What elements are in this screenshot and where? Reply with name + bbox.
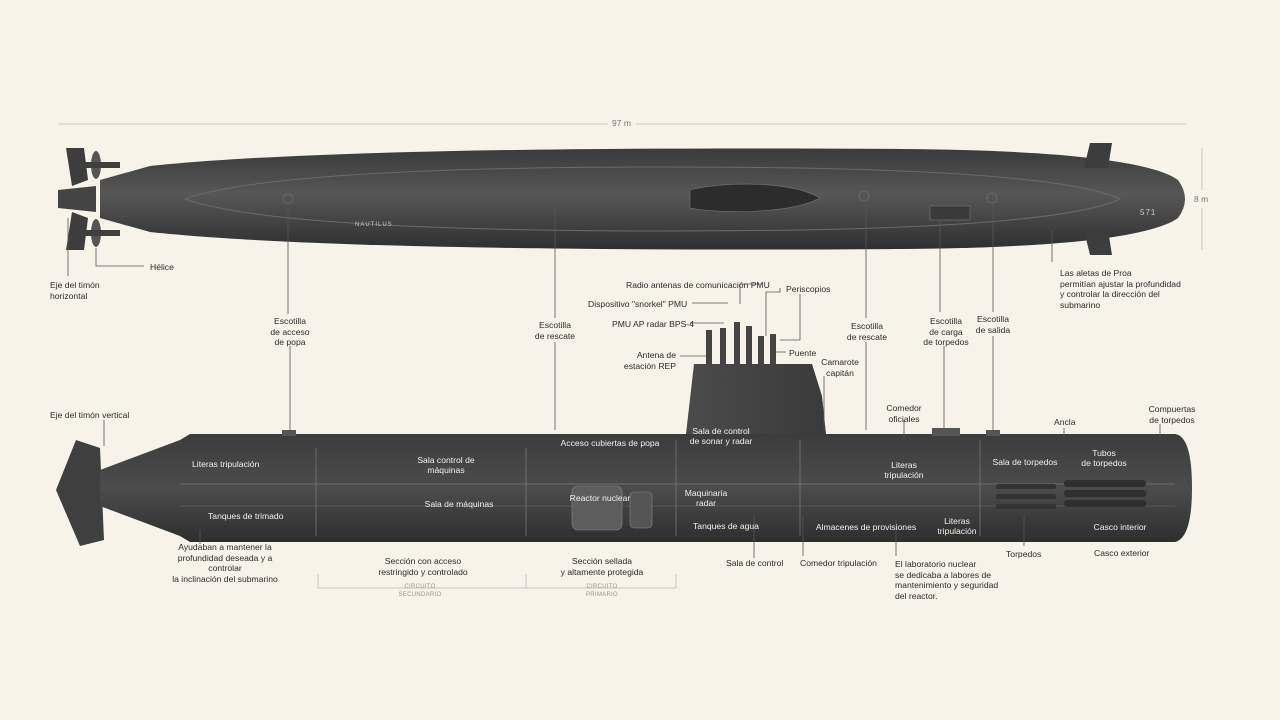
label-circuito-secundario: CIRCUITO SECUNDARIO <box>398 584 442 598</box>
label-tanques-desc: Ayudaban a mantener la profundidad desea… <box>172 542 278 584</box>
label-puente: Puente <box>789 348 817 358</box>
label-escotilla-rescate-1: Escotilla de rescate <box>534 320 576 341</box>
label-periscopios: Periscopios <box>786 284 831 294</box>
label-eje-timon-vertical: Eje del timón vertical <box>50 410 130 420</box>
label-eje-timon-horizontal: Eje del timón horizontal <box>50 280 100 301</box>
label-radio-antenas: Radio antenas de comunicación PMU <box>626 280 770 290</box>
label-literas-tripulacion-3: Literas tripulación <box>937 516 977 536</box>
label-tanques-trimado: Tanques de trimado <box>208 511 284 521</box>
length-label: 97 m <box>612 118 631 128</box>
label-comedor-tripulacion: Comedor tripulación <box>800 558 877 568</box>
label-reactor-nuclear: Reactor nuclear <box>569 493 631 503</box>
label-seccion-sellada: Sección sellada y altamente protegida <box>560 556 644 577</box>
label-escotilla-carga: Escotilla de carga de torpedos <box>923 316 969 347</box>
label-casco-interior: Casco interior <box>1093 522 1147 532</box>
label-sala-control-maquinas: Sala control de máquinas <box>417 455 475 475</box>
label-acceso-cubiertas: Acceso cubiertas de popa <box>560 438 660 448</box>
height-label: 8 m <box>1194 194 1209 204</box>
label-helice: Hélice <box>150 262 174 272</box>
label-tanques-agua: Tanques de agua <box>693 521 759 531</box>
leader-lines <box>67 204 1161 589</box>
label-sala-control: Sala de control <box>726 558 784 568</box>
label-torpedos: Torpedos <box>1006 549 1042 559</box>
label-tubos-torpedos: Tubos de torpedos <box>1081 448 1127 468</box>
label-casco-exterior: Casco exterior <box>1094 548 1150 558</box>
submarine-top-view <box>58 143 1185 255</box>
label-maquinaria-radar: Maquinaria radar <box>684 488 728 508</box>
label-compuertas-torpedos: Compuertas de torpedos <box>1148 404 1196 425</box>
label-escotilla-popa: Escotilla de acceso de popa <box>270 316 310 347</box>
label-snorkel: Dispositivo "snorkel" PMU <box>588 299 688 309</box>
label-escotilla-rescate-2: Escotilla de rescate <box>846 321 888 342</box>
label-camarote-capitan: Camarote capitán <box>821 357 859 378</box>
hull-name-marking: NAUTILUS <box>355 222 393 228</box>
label-circuito-primario: CIRCUITO PRIMARIO <box>585 584 619 598</box>
label-literas-tripulacion-1: Literas tripulación <box>192 459 260 469</box>
label-sala-torpedos: Sala de torpedos <box>992 457 1058 467</box>
label-almacenes: Almacenes de provisiones <box>815 522 917 532</box>
label-sala-maquinas: Sala de máquinas <box>424 499 494 509</box>
label-literas-tripulacion-2: Literas tripulación <box>884 460 924 480</box>
label-seccion-acceso: Sección con acceso restringido y control… <box>378 556 468 577</box>
label-radar-bps4: PMU AP radar BPS-4 <box>612 319 694 329</box>
label-escotilla-salida: Escotilla de salida <box>975 314 1011 335</box>
label-aletas-proa: Las aletas de Proa permitían ajustar la … <box>1060 268 1181 310</box>
hull-number-marking: 571 <box>1140 208 1157 217</box>
submarine-side-cutaway <box>56 322 1192 546</box>
label-antena-rep: Antena de estación REP <box>623 350 676 371</box>
label-sala-sonar: Sala de control de sonar y radar <box>689 426 753 446</box>
label-laboratorio: El laboratorio nuclear se dedicaba a lab… <box>895 559 999 601</box>
label-ancla: Ancla <box>1054 417 1076 427</box>
label-comedor-oficiales: Comedor oficiales <box>886 403 922 424</box>
